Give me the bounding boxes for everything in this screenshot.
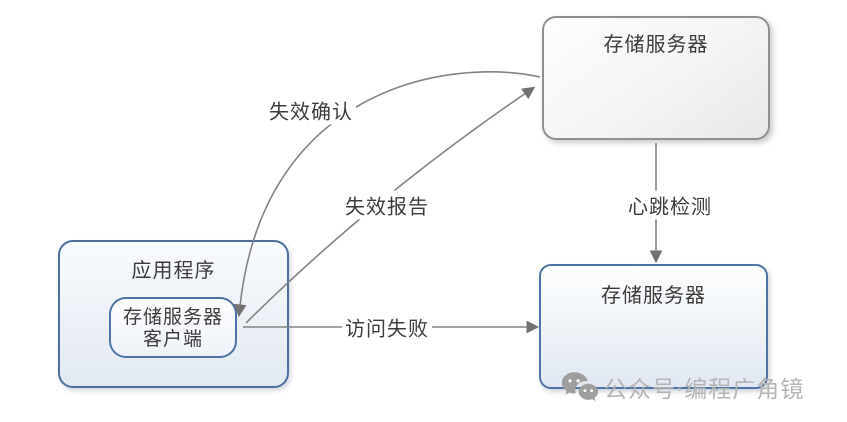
node-storage-client: 存储服务器 客户端 bbox=[109, 297, 237, 358]
edge-label-heartbeat: 心跳检测 bbox=[625, 190, 715, 220]
node-storage-client-label-line1: 存储服务器 bbox=[122, 306, 223, 328]
watermark: 公众号·编程广角镜 bbox=[561, 370, 804, 404]
node-application-label: 应用程序 bbox=[131, 258, 216, 282]
node-storage-server-top-label: 存储服务器 bbox=[603, 32, 709, 56]
node-storage-server-bottom-label: 存储服务器 bbox=[601, 283, 706, 307]
edge-label-fail-report: 失效报告 bbox=[342, 190, 432, 220]
node-storage-client-label-line2: 客户端 bbox=[142, 328, 203, 350]
edge-label-access-fail: 访问失败 bbox=[342, 312, 432, 342]
watermark-text: 公众号·编程广角镜 bbox=[604, 377, 805, 403]
node-storage-server-bottom: 存储服务器 bbox=[539, 264, 768, 389]
edge-label-fail-confirm: 失效确认 bbox=[266, 95, 356, 125]
node-storage-server-top: 存储服务器 bbox=[542, 16, 770, 140]
wechat-icon bbox=[561, 371, 599, 404]
